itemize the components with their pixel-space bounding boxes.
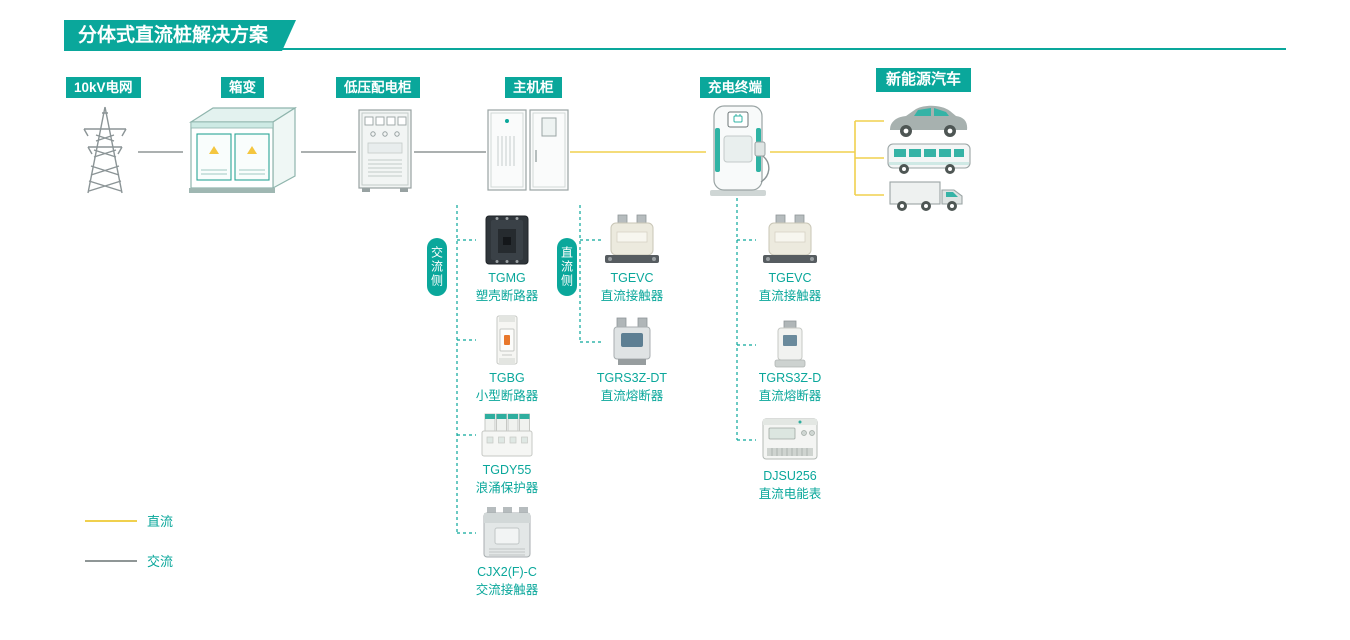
dc-fuse-dt-product-icon	[613, 317, 651, 365]
product-desc: 交流接触器	[475, 582, 539, 597]
product-desc: 塑壳断路器	[475, 288, 539, 303]
ev-bus-icon	[887, 143, 971, 174]
dc-contactor-product-icon	[763, 214, 817, 263]
product-desc: 浪涌保护器	[475, 480, 539, 495]
ev-car-icon	[890, 105, 968, 137]
ac-line-swatch	[85, 559, 137, 562]
legend-item-ac: 交流	[85, 551, 173, 570]
dc-energy-meter-product-icon	[762, 418, 818, 460]
legend-label: 直流	[147, 514, 174, 529]
product-label: TGMG 塑壳断路器	[437, 270, 577, 305]
mcb-product-icon	[496, 315, 518, 365]
product-desc: 直流电能表	[758, 486, 822, 501]
product-model: DJSU256	[763, 469, 817, 483]
spd-product-icon	[481, 413, 533, 457]
product-label: TGEVC 直流接触器	[562, 270, 702, 305]
product-label: TGRS3Z-DT 直流熔断器	[562, 370, 702, 405]
product-label: DJSU256 直流电能表	[720, 468, 860, 503]
transmission-tower-icon	[83, 106, 127, 194]
product-desc: 直流熔断器	[600, 388, 664, 403]
node-label-lv-cabinet: 低压配电柜	[336, 77, 420, 98]
node-label-transformer: 箱变	[221, 77, 264, 98]
product-model: TGRS3Z-DT	[596, 371, 668, 385]
product-desc: 直流接触器	[600, 288, 664, 303]
title-rule	[64, 48, 1286, 50]
product-model: TGEVC	[610, 271, 654, 285]
product-label: TGEVC 直流接触器	[720, 270, 860, 305]
ev-truck-icon	[889, 181, 963, 211]
product-model: TGEVC	[768, 271, 812, 285]
product-model: TGRS3Z-D	[758, 371, 822, 385]
product-model: CJX2(F)-C	[477, 565, 537, 579]
node-label-terminal: 充电终端	[700, 77, 770, 98]
dc-fuse-d-product-icon	[774, 320, 806, 368]
node-label-ev: 新能源汽车	[876, 68, 972, 92]
node-label-main-cabinet: 主机柜	[505, 77, 562, 98]
charging-terminal-icon	[710, 105, 770, 196]
product-desc: 小型断路器	[475, 388, 539, 403]
lv-distribution-cabinet-icon	[358, 109, 412, 192]
main-cabinet-icon	[487, 109, 569, 191]
legend-label: 交流	[147, 554, 174, 569]
product-model: TGDY55	[482, 463, 532, 477]
product-model: TGBG	[489, 371, 525, 385]
ac-side-tag: 交流侧	[427, 238, 447, 296]
product-label: TGDY55 浪涌保护器	[437, 462, 577, 497]
dc-contactor-product-icon	[605, 214, 659, 263]
product-label: TGBG 小型断路器	[437, 370, 577, 405]
mccb-product-icon	[485, 215, 529, 265]
product-label: CJX2(F)-C 交流接触器	[437, 564, 577, 599]
ac-contactor-product-icon	[483, 507, 531, 558]
page-title: 分体式直流桩解决方案	[78, 25, 269, 46]
box-transformer-icon	[188, 106, 298, 193]
product-model: TGMG	[488, 271, 526, 285]
node-label-grid: 10kV电网	[66, 77, 141, 98]
product-desc: 直流接触器	[758, 288, 822, 303]
dc-side-tag: 直流侧	[557, 238, 577, 296]
dc-line-swatch	[85, 519, 137, 522]
product-label: TGRS3Z-D 直流熔断器	[720, 370, 860, 405]
legend-item-dc: 直流	[85, 511, 173, 530]
product-desc: 直流熔断器	[758, 388, 822, 403]
page-title-banner: 分体式直流桩解决方案	[64, 20, 296, 51]
